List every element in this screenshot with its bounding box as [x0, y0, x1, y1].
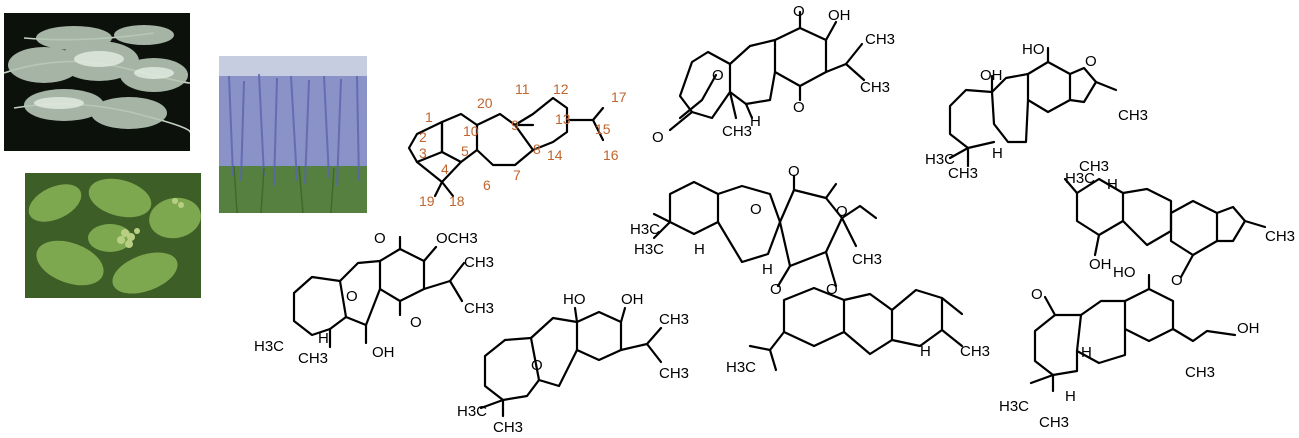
t1-ch3c: CH3: [722, 123, 752, 140]
bl-h3c: H3C: [254, 338, 284, 355]
dm-o4: O: [770, 281, 782, 298]
bm-ch3b: CH3: [659, 365, 689, 382]
bl-ch3c: CH3: [298, 350, 328, 367]
dm-h3: H: [920, 343, 931, 360]
photo-lavender-field: [219, 56, 367, 213]
photo-juniper-foliage: [4, 13, 190, 151]
dr-o1: O: [1171, 272, 1183, 289]
dr-h3c2: H3C: [999, 398, 1029, 415]
t1-o4: O: [652, 129, 664, 146]
photo-leafy-shrub-berries: [25, 173, 201, 298]
dm-ch3b: CH3: [960, 343, 990, 360]
t3-ring-o: O: [1085, 53, 1097, 70]
t1-o2: O: [793, 99, 805, 116]
top-right-furan-structure: HO O CH3 OH H3C CH3 H: [925, 41, 1148, 182]
bl-o3: O: [346, 288, 358, 305]
dm-o5: O: [826, 281, 838, 298]
bm-o: O: [531, 357, 543, 374]
dr-ch3c: CH3: [1185, 364, 1215, 381]
bm-oh1: OH: [621, 291, 644, 308]
t1-ch3a: CH3: [865, 31, 895, 48]
dr-ho: HO: [1113, 264, 1136, 281]
dm-o3: O: [750, 201, 762, 218]
dm-h3c3: H3C: [726, 359, 756, 376]
label-11: 11: [515, 81, 530, 97]
t1-h: H: [750, 113, 761, 130]
t1-ch3b: CH3: [860, 79, 890, 96]
t3-h3c: H3C: [925, 151, 955, 168]
label-12: 12: [553, 81, 569, 97]
dr-h1: H: [1107, 176, 1118, 193]
label-15: 15: [595, 121, 611, 137]
dr-h3c1: H3C: [1065, 170, 1095, 187]
t1-oh: OH: [828, 7, 851, 24]
dr-ch3a: CH3: [1079, 158, 1109, 175]
dr-ch3b: CH3: [1265, 228, 1295, 245]
leafy-shrub-illustration: [25, 173, 201, 298]
label-14: 14: [547, 147, 563, 163]
numbered-skeleton-structure: 1 2 3 4 5 6 7 8 9 10 11 12 13 14 15 16 1…: [407, 81, 627, 209]
dm-h2: H: [762, 261, 773, 278]
t1-o3: O: [712, 67, 724, 84]
dm-o1: O: [788, 163, 800, 180]
label-17: 17: [611, 89, 627, 105]
dr-oh2: OH: [1237, 320, 1260, 337]
t1-o1: O: [793, 3, 805, 20]
bottom-middle-catechol-structure: HO OH CH3 CH3 O H3C CH3: [457, 291, 689, 436]
label-20: 20: [477, 95, 493, 111]
dm-h3c2: H3C: [634, 241, 664, 258]
bottom-left-och3-quinone-structure: O OCH3 CH3 CH3 O O H3C CH3 H OH: [254, 230, 494, 367]
bm-ch3c: CH3: [493, 419, 523, 436]
label-1: 1: [425, 109, 433, 125]
t3-ch3a: CH3: [1118, 107, 1148, 124]
dr-oh: OH: [1089, 256, 1112, 273]
bm-ch3a: CH3: [659, 311, 689, 328]
bm-ho1: HO: [563, 291, 586, 308]
dm-h1: H: [694, 241, 705, 258]
right-dimer-structure: H3C CH3 H OH O CH3 HO O OH CH3 H3C CH3 H…: [999, 158, 1295, 431]
dr-h2: H: [1081, 344, 1092, 361]
label-2: 2: [419, 129, 427, 145]
dr-ch3d: CH3: [1039, 414, 1069, 431]
bl-o1: O: [374, 230, 386, 247]
bl-och3: OCH3: [436, 230, 478, 247]
dr-h3: H: [1065, 388, 1076, 405]
top-center-quinone-structure: O OH CH3 CH3 O O O CH3 H: [652, 3, 895, 146]
bl-o2: O: [410, 314, 422, 331]
bl-ch3b: CH3: [464, 300, 494, 317]
label-7: 7: [513, 167, 521, 183]
bl-h: H: [318, 330, 329, 347]
t3-h: H: [992, 145, 1003, 162]
juniper-foliage-illustration: [4, 25, 190, 133]
label-18: 18: [449, 193, 465, 209]
label-8: 8: [533, 141, 541, 157]
label-10: 10: [463, 123, 479, 139]
lavender-field-illustration: [219, 56, 367, 213]
label-6: 6: [483, 177, 491, 193]
label-3: 3: [419, 145, 427, 161]
t3-oh: OH: [980, 67, 1003, 84]
dr-o2: O: [1031, 286, 1043, 303]
bl-ch3a: CH3: [464, 254, 494, 271]
center-dimer-structure: O O O O O H3C H3C H3C CH3 CH3 H H H: [630, 163, 990, 376]
t3-ho: HO: [1022, 41, 1045, 58]
label-5: 5: [461, 143, 469, 159]
bm-h3c: H3C: [457, 403, 487, 420]
dm-h3c1: H3C: [630, 221, 660, 238]
dm-ch3a: CH3: [852, 251, 882, 268]
label-16: 16: [603, 147, 619, 163]
label-4: 4: [441, 161, 449, 177]
bl-oh: OH: [372, 344, 395, 361]
label-13: 13: [555, 111, 571, 127]
dm-o2: O: [836, 203, 848, 220]
label-9: 9: [511, 117, 519, 133]
t3-ch3b: CH3: [948, 165, 978, 182]
label-19: 19: [419, 193, 435, 209]
